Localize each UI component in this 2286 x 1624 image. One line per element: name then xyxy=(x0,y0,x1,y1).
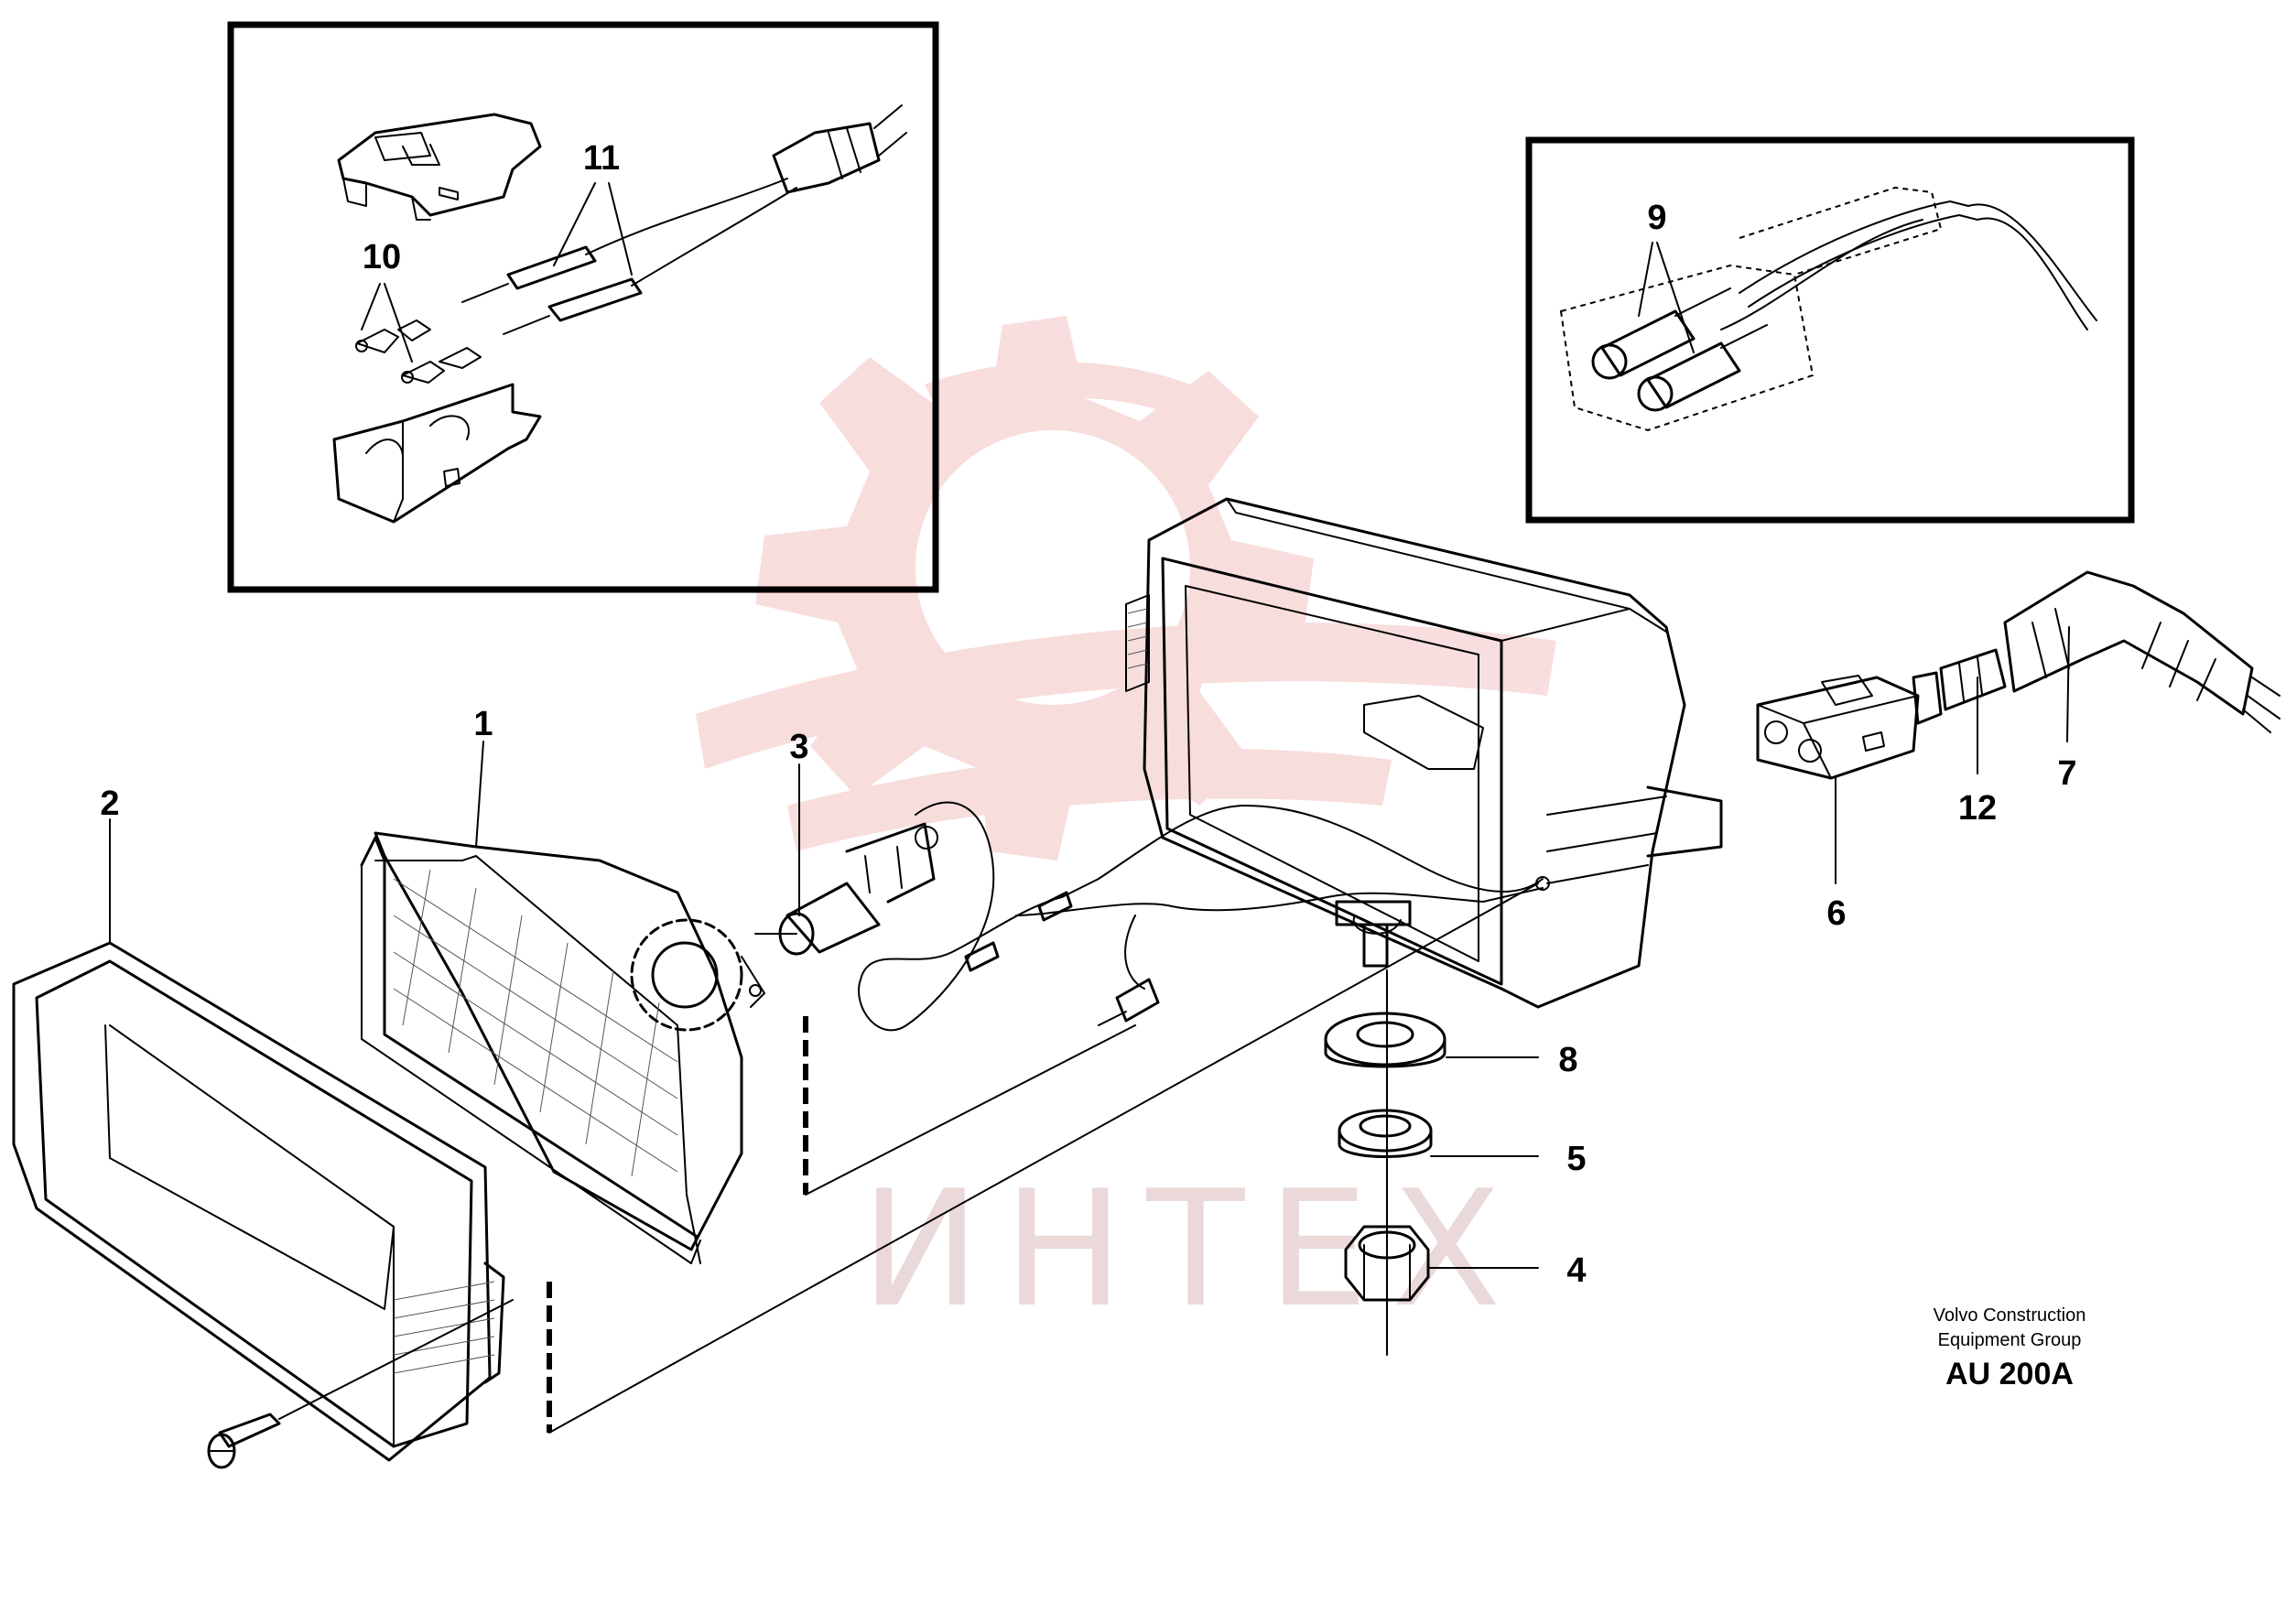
callout-4: 4 xyxy=(1566,1251,1586,1290)
callout-labels: 1 2 3 4 5 6 7 8 9 10 11 12 xyxy=(100,139,2076,1290)
lamp-housing xyxy=(1125,497,1723,1009)
inset-connector-detail xyxy=(227,21,939,593)
watermark-text: ИНТЕХ xyxy=(861,1157,1524,1343)
bullet-plugs xyxy=(1591,287,1768,412)
callout-12: 12 xyxy=(1958,789,1997,828)
callout-8: 8 xyxy=(1558,1041,1577,1079)
leader-lines xyxy=(109,626,2070,1269)
credit-line-1: Volvo Construction xyxy=(1934,1305,2086,1326)
connector-housing-top xyxy=(337,113,542,221)
connector-pins xyxy=(461,245,643,335)
harness xyxy=(585,104,907,287)
callout-1: 1 xyxy=(473,705,493,743)
inset-plug-detail xyxy=(1525,136,2135,524)
inset-leaders xyxy=(361,182,633,363)
publisher-credit: Volvo Construction Equipment Group AU 20… xyxy=(1934,1305,2086,1391)
wiring xyxy=(964,805,1550,1026)
drawing-code: AU 200A xyxy=(1945,1357,2074,1391)
callout-5: 5 xyxy=(1566,1140,1586,1178)
callout-10: 10 xyxy=(363,238,401,276)
harness-connector xyxy=(1756,570,2281,780)
washer-large xyxy=(1324,1012,1446,1068)
callout-7: 7 xyxy=(2057,754,2076,793)
credit-line-2: Equipment Group xyxy=(1938,1330,2082,1350)
callout-11: 11 xyxy=(583,139,620,178)
callout-9: 9 xyxy=(1647,199,1666,237)
lens-texture xyxy=(393,869,678,1177)
washer-small xyxy=(1338,1109,1433,1158)
callout-2: 2 xyxy=(100,785,119,823)
callout-6: 6 xyxy=(1826,894,1846,933)
front-frame xyxy=(12,882,1539,1462)
watermark-logo xyxy=(696,316,1556,861)
reflector-unit xyxy=(360,831,1136,1264)
terminals xyxy=(355,319,482,384)
bulb xyxy=(754,801,1063,1032)
connector-housing-bottom xyxy=(332,383,542,524)
callout-3: 3 xyxy=(789,728,808,766)
screw xyxy=(207,1299,514,1469)
